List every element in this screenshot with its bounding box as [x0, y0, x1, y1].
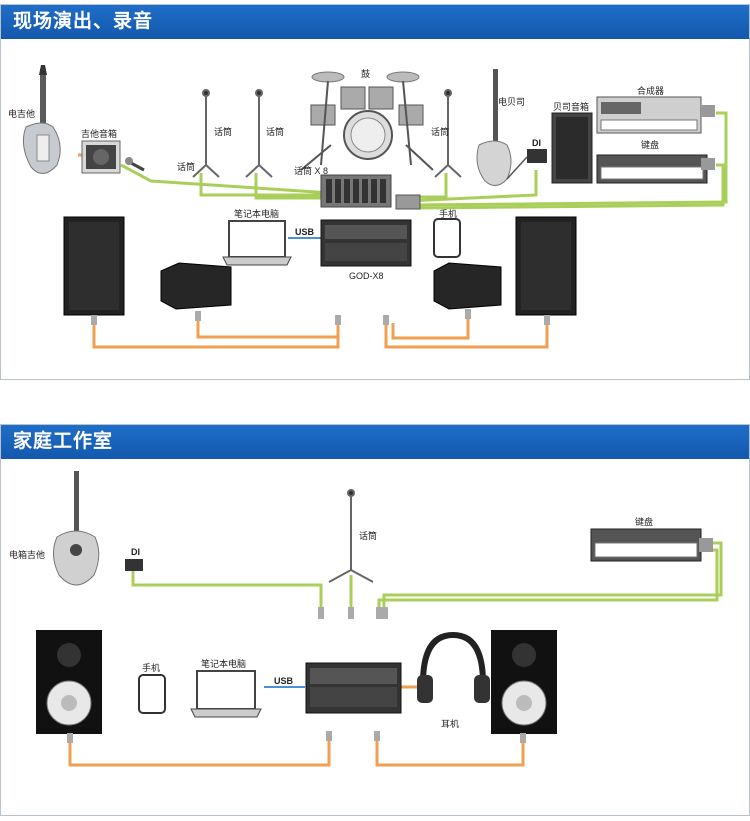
- di-box-icon-2: [125, 559, 143, 571]
- headphones-icon: [417, 631, 490, 703]
- guitar-amp-icon: [81, 140, 121, 174]
- laptop-icon-2: [190, 670, 262, 718]
- drum-kit-icon: [300, 71, 434, 171]
- synthesizer-icon: [596, 96, 702, 134]
- mic-stand-2-icon: [245, 89, 273, 178]
- label-di: DI: [532, 138, 541, 148]
- label-keyboard: 键盘: [641, 140, 660, 150]
- mixer-icon: [320, 219, 412, 267]
- label-bass-amp: 贝司音箱: [553, 102, 590, 112]
- label-phone: 手机: [439, 209, 458, 219]
- handheld-mic-icon: [125, 157, 145, 172]
- label-electric-bass: 电贝司: [498, 97, 526, 107]
- label-acoustic-guitar: 电箱吉他: [9, 550, 46, 560]
- label-laptop-2: 笔记本电脑: [201, 659, 247, 669]
- di-box-icon: [506, 149, 547, 180]
- studio-diagram: [36, 471, 723, 767]
- acoustic-guitar-icon: [53, 471, 100, 586]
- mixer-icon-2: [305, 662, 402, 714]
- keyboard-connector-icon: [701, 158, 715, 170]
- label-electric-guitar: 电吉他: [8, 109, 36, 119]
- label-phone-2: 手机: [142, 663, 161, 673]
- label-drum: 鼓: [361, 69, 371, 79]
- keyboard-connector-icon-2: [699, 538, 713, 552]
- phone-icon-2: [138, 674, 166, 714]
- label-mic-1: 话筒: [177, 162, 196, 172]
- live-section-title: 现场演出、录音: [1, 5, 749, 39]
- label-synth: 合成器: [637, 86, 665, 96]
- left-main-speaker-icon: [63, 216, 125, 316]
- plugs-icon-2: [67, 607, 526, 743]
- label-mixer-model: GOD-X8: [349, 271, 384, 281]
- label-mic-4: 话筒: [431, 127, 450, 137]
- mic-stand-1-icon: [192, 89, 220, 178]
- right-studio-monitor-icon: [491, 630, 557, 734]
- keyboard-icon-2: [590, 528, 702, 562]
- label-laptop: 笔记本电脑: [234, 209, 280, 219]
- mic-stand-3-icon: [434, 89, 462, 178]
- label-usb: USB: [295, 227, 315, 237]
- label-keyboard-2: 键盘: [635, 517, 654, 527]
- label-mic-studio: 话筒: [359, 531, 378, 541]
- electric-guitar-icon: [22, 65, 61, 174]
- left-monitor-speaker-icon: [160, 262, 232, 310]
- studio-section-title: 家庭工作室: [1, 425, 749, 459]
- label-mic-2: 话筒: [214, 127, 233, 137]
- live-section: 现场演出、录音: [0, 4, 750, 380]
- label-usb-2: USB: [274, 676, 294, 686]
- label-mic-3: 话筒: [266, 127, 285, 137]
- label-headphones: 耳机: [441, 719, 460, 729]
- label-guitar-amp: 吉他音箱: [81, 129, 118, 139]
- laptop-icon: [222, 220, 292, 266]
- synth-connector-icon: [701, 105, 715, 117]
- mic-connectors-icon: [320, 174, 421, 210]
- bass-amp-icon: [551, 112, 593, 184]
- right-monitor-speaker-icon: [433, 262, 502, 310]
- xlr-plugs-icon: [91, 309, 550, 325]
- left-studio-monitor-icon: [36, 630, 102, 734]
- label-mic-x8: 话筒 X 8: [294, 166, 329, 176]
- live-diagram: [22, 65, 728, 349]
- studio-section: 家庭工作室: [0, 424, 750, 816]
- green-cables-2: [131, 541, 723, 610]
- right-main-speaker-icon: [515, 216, 577, 316]
- mic-stand-icon-2: [328, 489, 374, 583]
- label-di-2: DI: [131, 547, 140, 557]
- keyboard-icon: [596, 154, 708, 184]
- electric-bass-icon: [476, 69, 512, 186]
- phone-icon: [433, 218, 461, 258]
